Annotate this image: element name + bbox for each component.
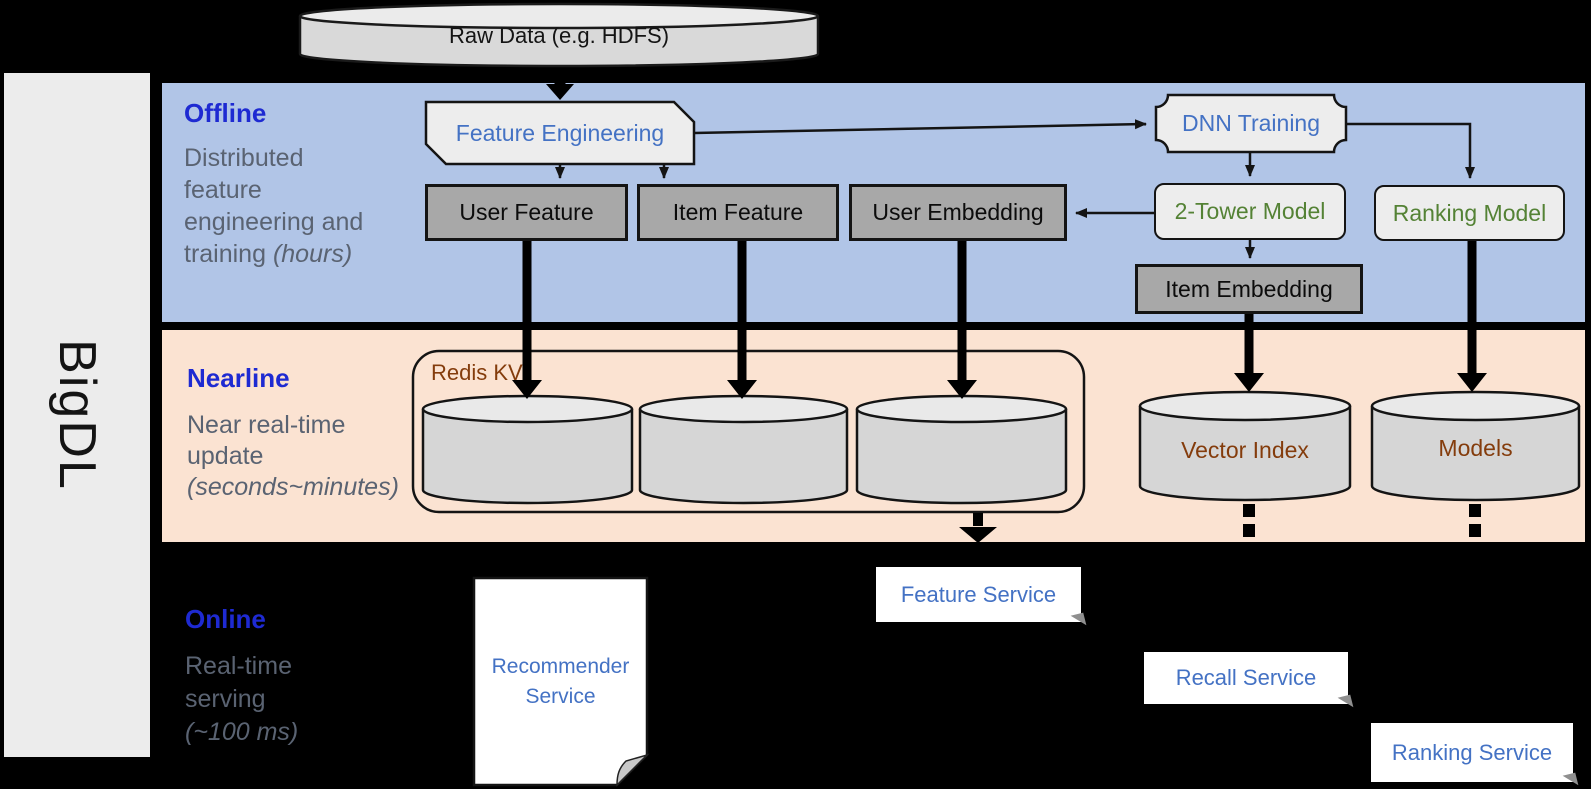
- dnn-training-shape: [1154, 93, 1348, 154]
- offline-desc-line2: feature: [184, 176, 262, 204]
- ranking-service-label: Ranking Service: [1391, 739, 1553, 765]
- recommender-service-document-shape: [472, 576, 650, 787]
- models-label: Models: [1438, 434, 1513, 461]
- arrow-rawdata-to-fe: [546, 68, 574, 100]
- online-description: Real-time serving (~100 ms): [185, 650, 298, 749]
- two-tower-model-label: 2-Tower Model: [1174, 198, 1326, 224]
- arrow-ranking-model-to-models: [1457, 241, 1487, 392]
- nearline-desc-line2: update: [187, 442, 264, 470]
- redis-kv-label: Redis KV: [431, 360, 523, 385]
- feature-engineering-label: Feature Engineering: [455, 119, 665, 146]
- nearline-desc-line1: Near real-time: [187, 411, 346, 439]
- user-feature-node: User Feature: [425, 184, 628, 241]
- redis-cylinder-3: [855, 394, 1068, 505]
- nearline-desc-line3: (seconds~minutes): [187, 473, 399, 501]
- ranking-service-node: Ranking Service: [1371, 723, 1573, 782]
- ranking-model-label: Ranking Model: [1392, 199, 1547, 226]
- online-title: Online: [185, 604, 266, 634]
- dnn-training-label: DNN Training: [1181, 110, 1321, 136]
- offline-title: Offline: [184, 98, 267, 128]
- user-embedding-label: User Embedding: [872, 199, 1044, 225]
- redis-kv-container: [411, 349, 1086, 514]
- bigdl-sidebar: BigDL: [4, 73, 150, 757]
- dashed-line-vector-index-to-recall: [1243, 504, 1255, 537]
- recommender-service-line1: Recommender: [491, 654, 630, 678]
- user-feature-label: User Feature: [459, 199, 594, 225]
- recall-service-node: Recall Service: [1144, 652, 1348, 704]
- arrow-user-feature-to-redis: [512, 241, 542, 399]
- feature-service-label: Feature Service: [900, 581, 1057, 607]
- feature-service-node: Feature Service: [876, 567, 1081, 622]
- redis-cylinder-1: [421, 394, 634, 505]
- recommender-service-line2: Service: [525, 684, 596, 708]
- raw-data-cylinder-shape: [298, 2, 820, 68]
- raw-data-label: Raw Data (e.g. HDFS): [448, 23, 670, 48]
- dashed-line-models-to-ranking: [1469, 504, 1481, 537]
- arrow-item-embedding-to-vector-index: [1234, 314, 1264, 392]
- item-embedding-label: Item Embedding: [1165, 275, 1333, 302]
- item-embedding-node: Item Embedding: [1135, 264, 1363, 314]
- two-tower-model-node: 2-Tower Model: [1154, 183, 1346, 240]
- nearline-title: Nearline: [187, 363, 290, 393]
- online-desc-line1: Real-time: [185, 652, 292, 680]
- online-desc-line2: serving: [185, 685, 266, 713]
- arrow-dnn-to-ranking-model: [1346, 122, 1475, 179]
- arrow-item-feature-to-redis: [727, 241, 757, 399]
- redis-cylinder-2: [638, 394, 849, 505]
- feature-engineering-shape: [424, 100, 696, 166]
- nearline-description: Near real-time update (seconds~minutes): [187, 410, 399, 503]
- user-embedding-node: User Embedding: [849, 184, 1067, 241]
- recall-service-label: Recall Service: [1175, 665, 1317, 690]
- dashed-arrow-redis-to-feature-service: [959, 513, 997, 543]
- online-desc-line3: (~100 ms): [185, 718, 299, 746]
- item-feature-label: Item Feature: [672, 199, 804, 225]
- models-cylinder: [1370, 390, 1581, 502]
- offline-desc-line1: Distributed: [184, 144, 304, 172]
- offline-description: Distributed feature engineering and trai…: [184, 142, 363, 270]
- item-feature-node: Item Feature: [637, 184, 839, 241]
- arrow-fe-to-dnn-training: [693, 119, 1147, 135]
- vector-index-cylinder: [1138, 390, 1352, 502]
- recommender-service-label: Recommender Service: [474, 578, 647, 785]
- vector-index-label: Vector Index: [1181, 436, 1309, 463]
- offline-desc-line3: engineering and: [184, 208, 364, 236]
- offline-desc-line4: training (hours): [184, 240, 353, 268]
- ranking-model-node: Ranking Model: [1374, 185, 1565, 241]
- arrow-user-embedding-to-redis: [947, 241, 977, 399]
